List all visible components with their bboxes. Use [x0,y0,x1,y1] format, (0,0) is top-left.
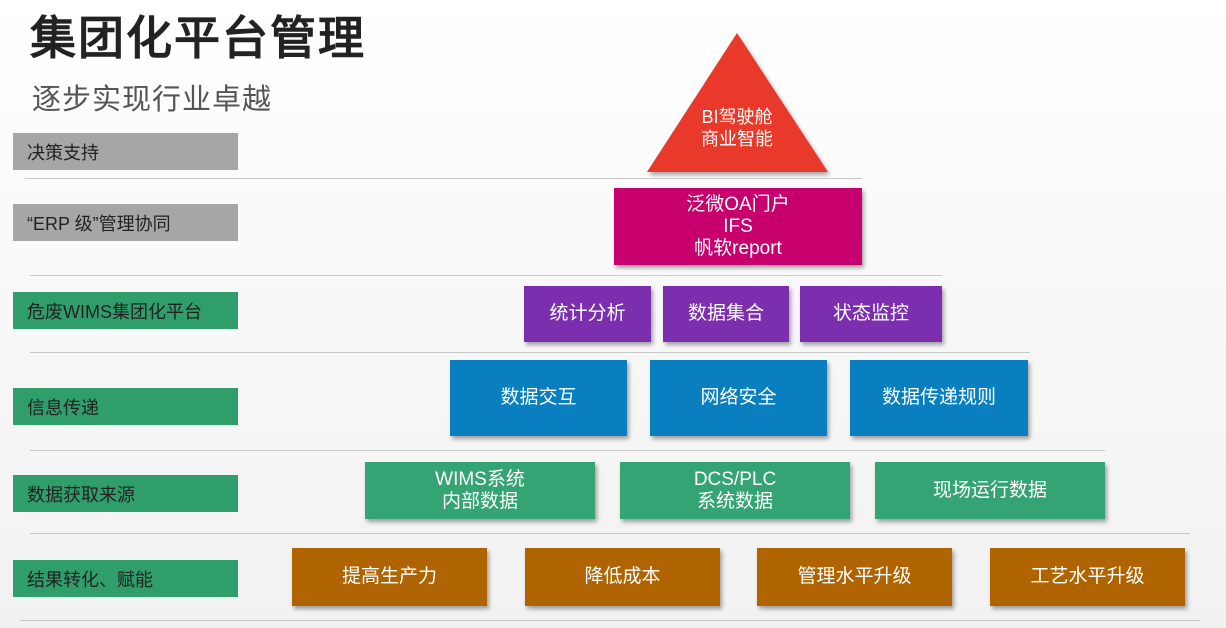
divider [30,275,942,276]
divider [30,352,1030,353]
bi-line: 商业智能 [701,129,773,149]
result-box: 管理水平升级 [757,548,952,606]
transfer-box: 数据传递规则 [850,360,1028,436]
result-box: 降低成本 [525,548,720,606]
layer-label-decision: 决策支持 [13,133,238,170]
layer-label-platform: 危废WIMS集团化平台 [13,292,238,329]
result-box: 工艺水平升级 [990,548,1185,606]
layer-label-sources: 数据获取来源 [13,475,238,512]
transfer-box: 网络安全 [650,360,827,436]
page-title: 集团化平台管理 [30,12,366,64]
bi-triangle [647,33,828,172]
source-line: 内部数据 [441,490,518,512]
platform-box: 数据集合 [663,286,789,342]
source-box: DCS/PLC 系统数据 [620,462,850,519]
erp-line: 帆软report [694,237,782,259]
erp-box: 泛微OA门户 IFS 帆软report [614,188,862,265]
platform-box: 统计分析 [524,286,651,342]
divider [30,450,1105,451]
source-box: WIMS系统 内部数据 [365,462,595,519]
erp-line: 泛微OA门户 [686,193,790,215]
erp-line: IFS [723,215,753,237]
source-line: 系统数据 [696,490,773,512]
bi-line: BI驾驶舱 [701,107,773,127]
source-line: 现场运行数据 [932,479,1047,501]
layer-label-results: 结果转化、赋能 [13,560,238,597]
transfer-box: 数据交互 [450,360,627,436]
source-box: 现场运行数据 [875,462,1105,519]
divider [20,620,1200,621]
source-line: DCS/PLC [693,468,777,490]
platform-box: 状态监控 [800,286,942,342]
layer-label-transfer: 信息传递 [13,388,238,425]
divider [25,178,862,179]
bi-cockpit-label: BI驾驶舱 商业智能 [680,102,794,154]
result-box: 提高生产力 [292,548,487,606]
layer-label-erp: “ERP 级”管理协同 [13,204,238,241]
divider [30,533,1190,534]
page-subtitle: 逐步实现行业卓越 [32,84,273,116]
source-line: WIMS系统 [435,468,525,490]
